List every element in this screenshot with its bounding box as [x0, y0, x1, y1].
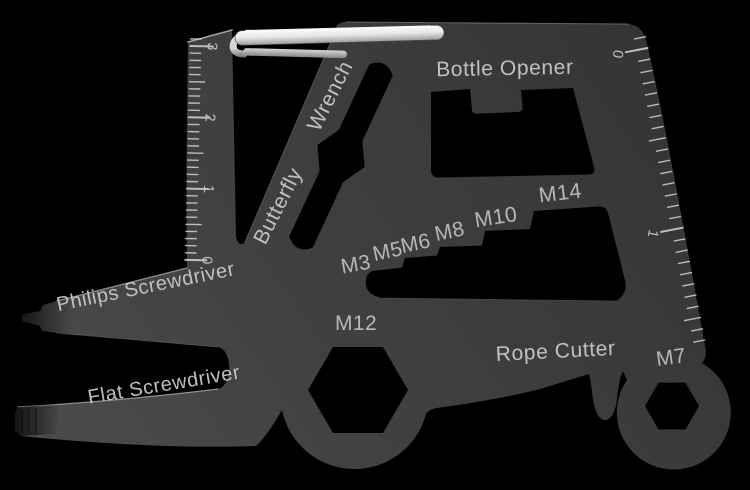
butterfly-wrench-slot — [289, 62, 393, 250]
left-ruler: 3 2 1 0 — [184, 38, 219, 264]
ruler-number: 2 — [202, 114, 218, 122]
ruler-number: 3 — [203, 42, 219, 50]
hex-cutout-m7 — [645, 382, 699, 430]
ruler-number: 1 — [200, 185, 216, 193]
bottle-opener-cutout — [431, 88, 595, 178]
hex-label-m7: M7 — [655, 344, 688, 371]
flat-tip-striations — [21, 408, 37, 434]
ruler-number: 0 — [198, 256, 214, 264]
ruler-number: 0 — [608, 49, 625, 60]
step-wrench-cutout — [365, 206, 626, 301]
wrench-size-label-m14: M14 — [537, 179, 583, 208]
hex-label-m12: M12 — [335, 312, 377, 335]
wrench-size-label-m3: M3 — [339, 251, 373, 279]
keychain-clip — [229, 24, 445, 59]
hex-cutout-m12 — [308, 347, 408, 433]
philips-tip-shading — [22, 298, 74, 336]
bottle-opener-label: Bottle Opener — [436, 56, 574, 81]
clip-lower-wire — [243, 48, 347, 59]
right-ruler: 01 — [608, 36, 706, 343]
ruler-number: 1 — [644, 228, 661, 239]
